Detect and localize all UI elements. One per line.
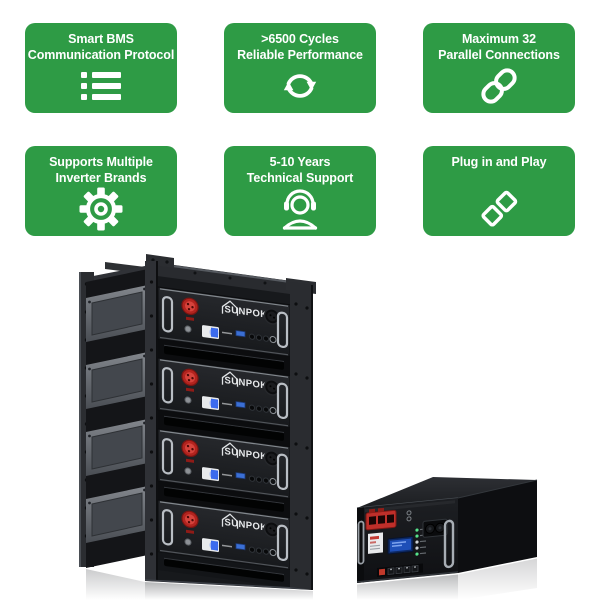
unit-spec-label xyxy=(368,532,383,554)
unit-front-details xyxy=(357,500,458,583)
plug-connect-icon xyxy=(477,186,521,236)
standalone-battery-illustration xyxy=(356,477,538,600)
module-right-handle xyxy=(276,524,289,562)
unit-right-handle xyxy=(443,519,455,569)
rack-front-right-rail xyxy=(290,282,313,590)
feature-line2: Parallel Connections xyxy=(438,47,560,62)
feature-title: Maximum 32 Parallel Connections xyxy=(438,32,560,63)
rack-bottom-bay xyxy=(158,552,290,588)
chain-link-icon xyxy=(478,63,520,113)
module-right-handle xyxy=(276,311,289,349)
rack-bottom-edge xyxy=(144,579,314,590)
module-led xyxy=(184,467,192,475)
module-left-handle xyxy=(161,509,174,546)
module-led xyxy=(184,396,192,404)
rack-module-4: SUNPOK xyxy=(157,499,291,571)
unit-top-indicator xyxy=(406,516,412,522)
module-comm-ports xyxy=(222,330,270,342)
module-breaker xyxy=(202,538,219,553)
rack-module-1: SUNPOK xyxy=(157,286,291,358)
side-panel xyxy=(86,419,148,476)
feature-line1: Supports Multiple xyxy=(49,155,153,169)
rack-reflection xyxy=(145,582,313,600)
module-left-handle xyxy=(161,296,174,333)
unit-reflection-side xyxy=(458,558,537,600)
module-right-handle xyxy=(276,382,289,420)
side-panel xyxy=(86,352,148,409)
feature-line1: Smart BMS xyxy=(68,32,134,46)
feature-line1: >6500 Cycles xyxy=(261,32,339,46)
module-left-handle xyxy=(161,367,174,404)
rack-front-left-rail xyxy=(145,261,158,581)
module-small-port xyxy=(269,478,277,486)
feature-title: 5-10 Years Technical Support xyxy=(246,155,354,186)
feature-line2: Communication Protocol xyxy=(27,47,175,62)
feature-card-support: 5-10 Years Technical Support xyxy=(224,146,376,236)
module-breaker xyxy=(202,396,219,411)
module-led xyxy=(184,538,192,546)
module-black-connector xyxy=(263,450,281,467)
feature-line1: Plug in and Play xyxy=(451,155,547,169)
unit-top-face xyxy=(357,477,537,508)
module-red-connector xyxy=(181,439,199,463)
feature-title: Supports Multiple Inverter Brands xyxy=(49,155,153,186)
feature-card-parallel: Maximum 32 Parallel Connections xyxy=(423,23,575,113)
support-agent-icon xyxy=(277,186,323,236)
gear-icon xyxy=(78,186,124,237)
module-comm-ports xyxy=(222,401,270,413)
unit-right-top-edge xyxy=(457,479,538,499)
module-comm-ports xyxy=(222,472,270,484)
unit-top-indicator xyxy=(406,510,412,516)
unit-red-terminal xyxy=(365,507,397,531)
rack-shelf-gap xyxy=(158,339,290,376)
feature-line1: 5-10 Years xyxy=(269,155,331,169)
module-red-connector xyxy=(181,368,199,392)
side-panel xyxy=(86,285,148,342)
rack-module-3: SUNPOK xyxy=(157,428,291,500)
rack-reflection-side xyxy=(86,569,145,600)
module-led xyxy=(184,325,192,333)
module-right-handle xyxy=(276,453,289,491)
battery-rack-illustration: SUNPOK xyxy=(79,254,316,600)
list-icon xyxy=(81,63,121,113)
module-breaker xyxy=(202,325,219,340)
module-small-port xyxy=(269,336,277,344)
module-red-connector xyxy=(181,297,199,321)
feature-card-smart-bms: Smart BMS Communication Protocol xyxy=(25,23,177,113)
feature-line2: Inverter Brands xyxy=(55,170,147,185)
unit-right-face xyxy=(458,480,537,573)
feature-card-cycles: >6500 Cycles Reliable Performance xyxy=(224,23,376,113)
feature-title: Smart BMS Communication Protocol xyxy=(27,32,175,63)
unit-top-vent xyxy=(365,500,455,513)
feature-title: Plug in and Play xyxy=(452,155,547,186)
unit-port-row xyxy=(377,563,423,578)
module-small-port xyxy=(269,407,277,415)
feature-card-inverters: Supports Multiple Inverter Brands xyxy=(25,146,177,236)
feature-grid: Smart BMS Communication Protocol >6500 C… xyxy=(25,23,575,236)
rack-side-panels xyxy=(86,285,148,543)
module-left-handle xyxy=(161,438,174,475)
rack-shelf-gap xyxy=(158,481,290,518)
feature-line2: Reliable Performance xyxy=(237,47,363,62)
feature-card-plug-play: Plug in and Play xyxy=(423,146,575,236)
feature-line1: Maximum 32 xyxy=(461,32,537,46)
feature-title: >6500 Cycles Reliable Performance xyxy=(237,32,363,63)
module-black-connector xyxy=(263,521,281,538)
module-breaker xyxy=(202,467,219,482)
module-comm-ports xyxy=(222,543,270,555)
rack-shelf-gap xyxy=(158,410,290,447)
unit-bottom-trim xyxy=(357,571,458,583)
cycle-arrows-icon xyxy=(278,63,322,113)
feature-line2: Technical Support xyxy=(246,170,354,185)
module-red-connector xyxy=(181,510,199,534)
unit-lcd-screen xyxy=(387,536,414,555)
unit-reflection xyxy=(357,574,458,600)
unit-black-terminal xyxy=(422,518,448,538)
unit-left-handle xyxy=(357,520,365,565)
rack-module-2: SUNPOK xyxy=(157,357,291,429)
module-black-connector xyxy=(263,379,281,396)
module-black-connector xyxy=(263,308,281,325)
module-small-port xyxy=(269,549,277,557)
side-panel xyxy=(86,486,148,543)
